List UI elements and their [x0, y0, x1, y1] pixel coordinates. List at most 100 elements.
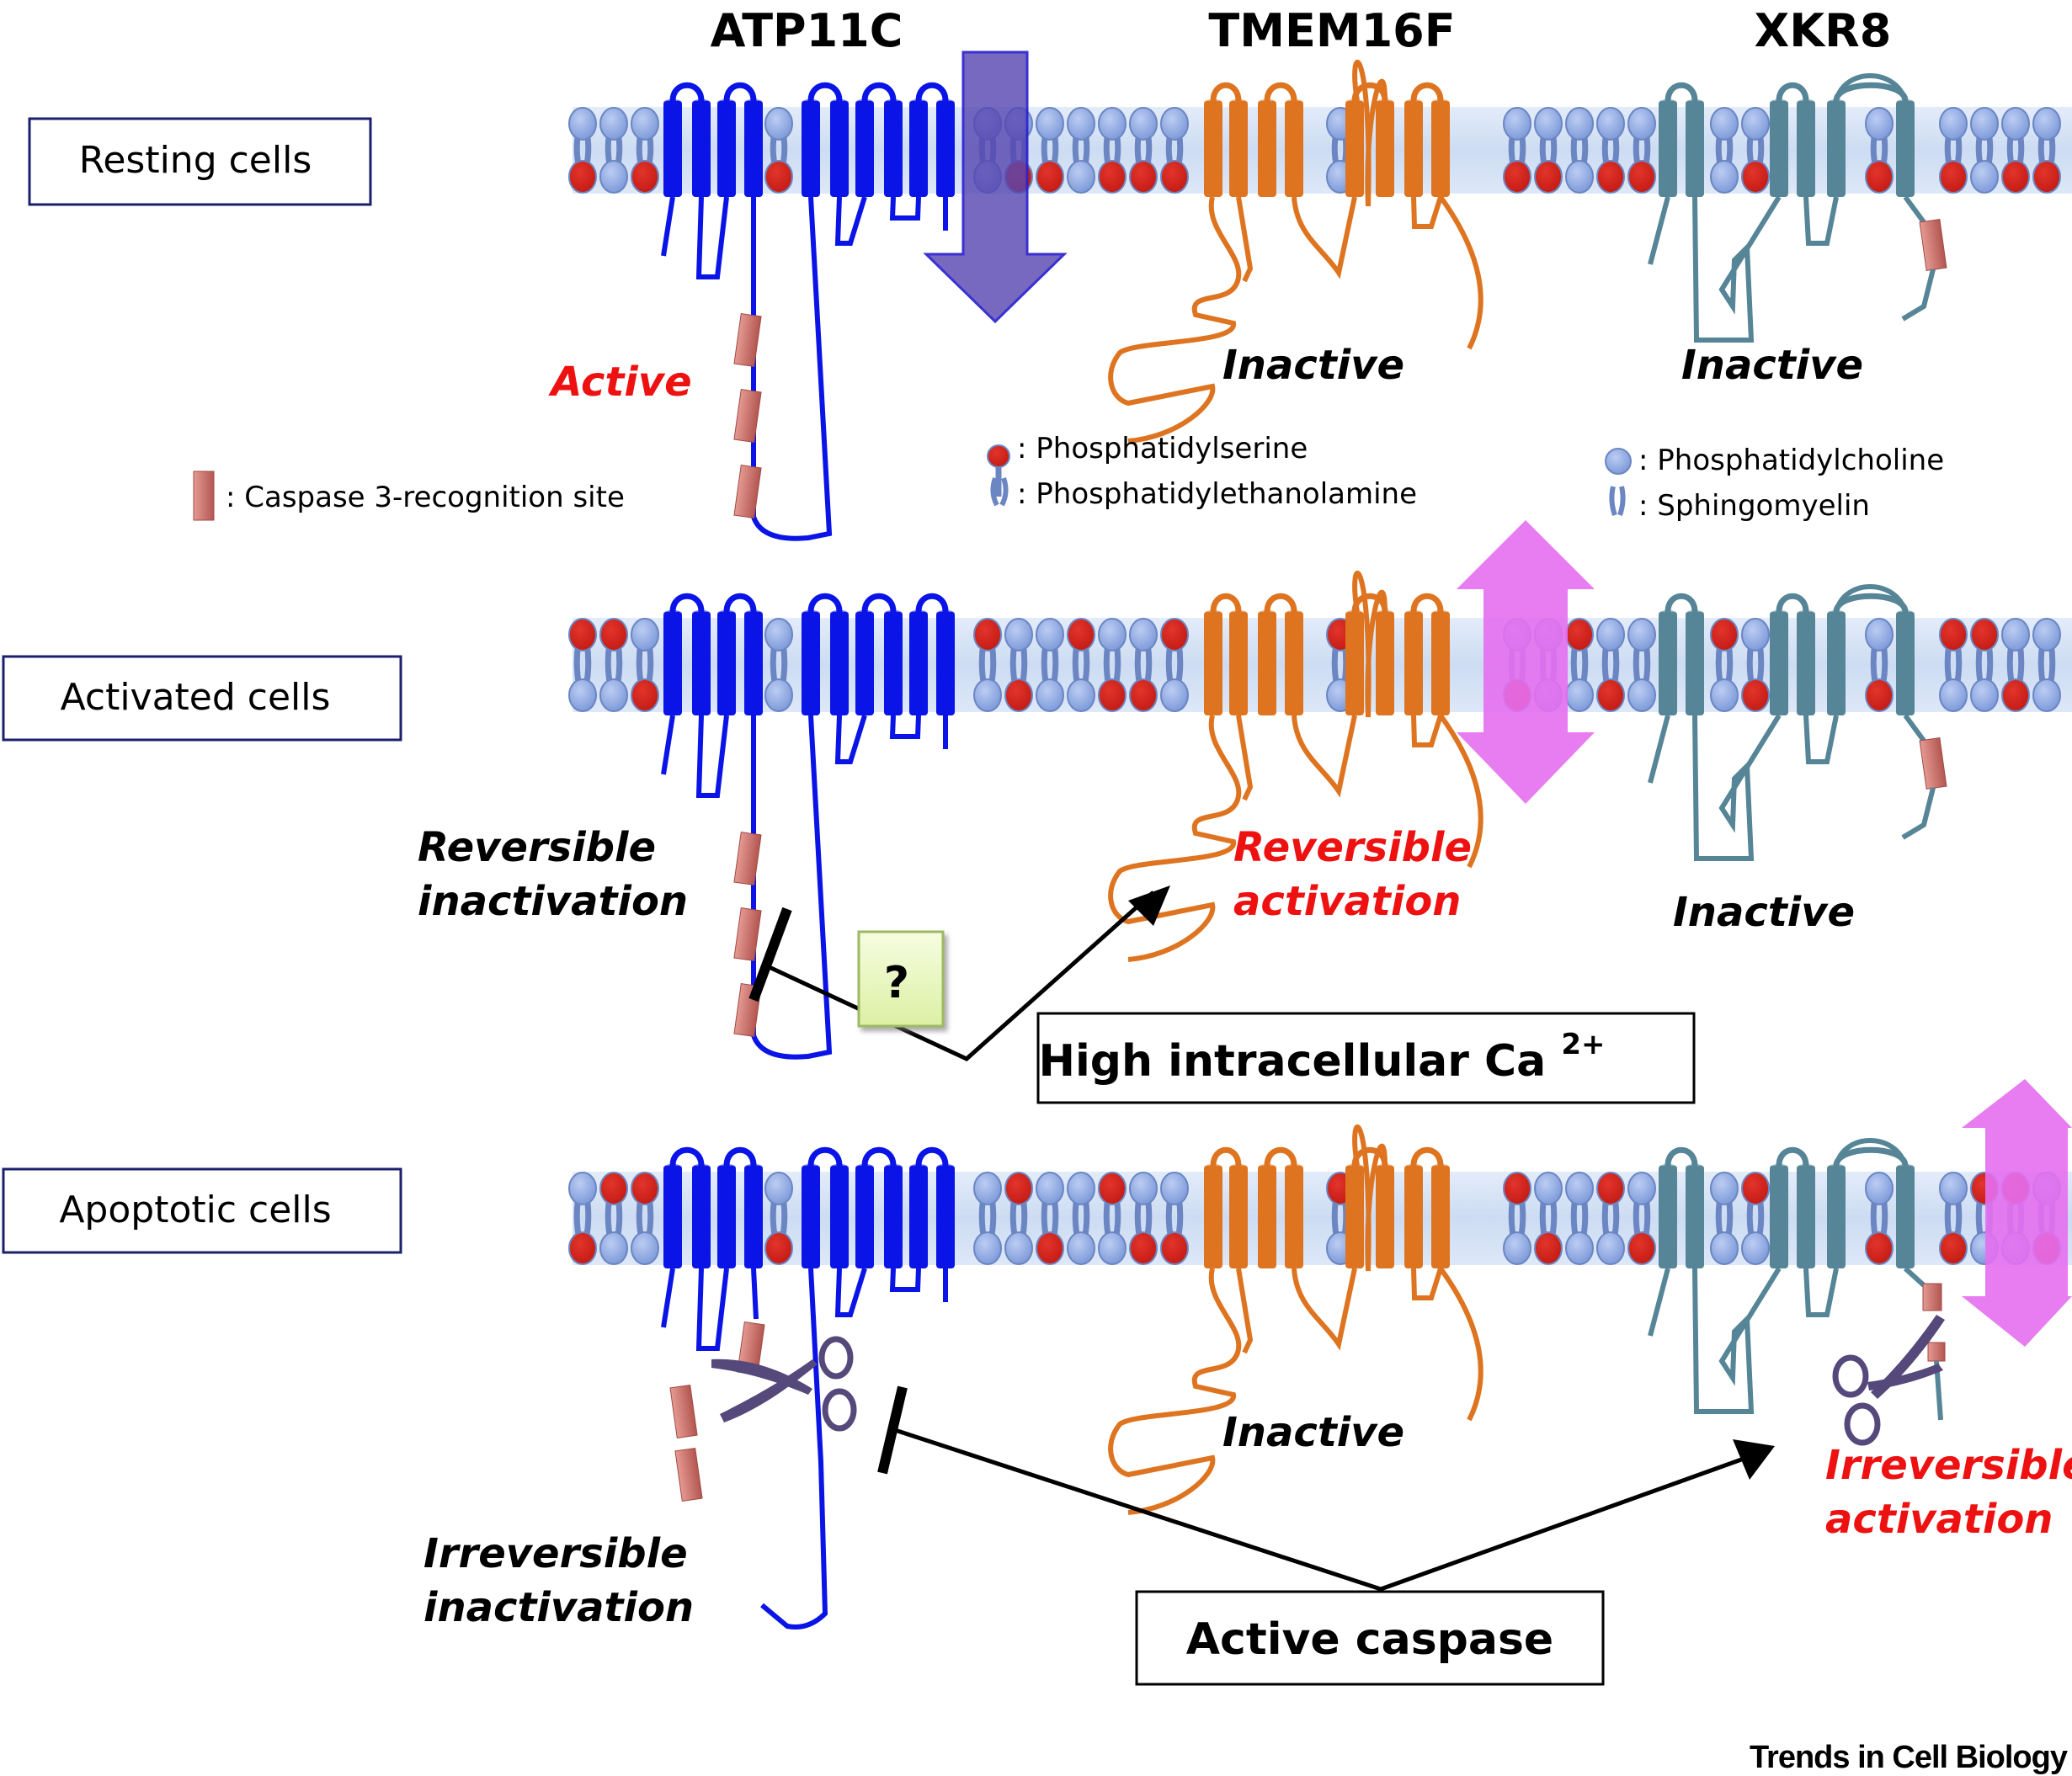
lipid — [764, 107, 793, 194]
helix — [884, 612, 903, 715]
helix — [855, 101, 874, 197]
helix-cap — [1686, 1164, 1704, 1171]
lipid — [1970, 107, 1999, 194]
scissors-icon-atp11c — [711, 1336, 857, 1432]
extracellular-loop — [1410, 593, 1444, 613]
caspase-recognition-site — [733, 907, 762, 961]
cytoplasmic-loop — [1411, 715, 1443, 747]
n-terminal-domain — [1108, 715, 1242, 962]
ps-head — [1865, 1231, 1894, 1265]
ps-head — [1970, 618, 1999, 651]
helix-cap — [1285, 610, 1303, 617]
helix-cap — [663, 610, 682, 617]
extracellular-loop — [915, 82, 949, 102]
row-label-resting-text: Resting cells — [79, 139, 312, 182]
cytoplasmic-loop — [1692, 714, 1782, 861]
cytoplasmic-loop — [695, 715, 729, 798]
extracellular-loop — [915, 593, 949, 613]
pc-head — [1939, 1172, 1968, 1205]
helix-cap — [1345, 99, 1364, 106]
lipid — [2001, 618, 2030, 712]
ps-head — [1004, 1172, 1033, 1205]
lipid — [1939, 618, 1968, 712]
protein-atp11c-apoptotic — [661, 1146, 955, 1630]
ps-head — [2001, 160, 2030, 194]
helix-cap — [1827, 99, 1846, 106]
ps-head — [1939, 160, 1968, 194]
extracellular-loop — [669, 1146, 705, 1167]
pc-head — [1534, 1172, 1563, 1205]
pc-head — [1627, 678, 1656, 712]
helix-cap — [1896, 1164, 1915, 1171]
row-label-resting: Resting cells — [28, 117, 372, 206]
helix-cap — [830, 99, 849, 106]
extracellular-loop — [1665, 1146, 1698, 1167]
helix-cap — [1404, 610, 1423, 617]
ps-head — [2032, 160, 2061, 194]
helix — [1659, 612, 1677, 715]
legend-phosphatidylserine: : Phosphatidylserine — [987, 432, 1308, 497]
pc-head — [1160, 1172, 1189, 1205]
lipid — [1067, 1172, 1095, 1265]
ps-head — [1939, 618, 1968, 651]
ps-head — [1098, 1172, 1127, 1205]
helix — [692, 612, 711, 715]
lipid — [1710, 1172, 1739, 1265]
pc-head — [599, 107, 628, 141]
c-terminal-linker — [1903, 714, 1926, 742]
lipid — [1067, 618, 1095, 712]
pc-head — [1741, 618, 1770, 651]
helix — [1827, 612, 1846, 715]
pc-head — [1865, 618, 1894, 651]
helix-cap — [884, 1164, 903, 1171]
helix-cap — [1827, 1164, 1846, 1171]
pc-head — [1129, 618, 1158, 651]
helix — [692, 101, 711, 197]
ps-head — [1596, 678, 1625, 712]
helix — [717, 612, 736, 715]
scramble-arrow-tmem16f — [1457, 520, 1595, 804]
row-label-activated: Activated cells — [2, 655, 402, 742]
extracellular-loop — [861, 82, 897, 102]
pc-head — [568, 678, 597, 712]
pc-head — [2001, 618, 2030, 651]
pc-head — [1565, 1172, 1594, 1205]
helix — [830, 612, 849, 715]
helix-cap — [692, 1164, 711, 1171]
lipid — [1534, 1172, 1563, 1265]
protein-tmem16f-activated — [1108, 570, 1483, 962]
extracellular-loop — [1410, 1146, 1444, 1167]
helix-cap — [830, 1164, 849, 1171]
helix-cap — [1229, 99, 1248, 106]
pc-head — [599, 160, 628, 194]
c-terminal-linker — [1903, 195, 1926, 224]
helix — [1827, 101, 1846, 197]
cytoplasmic-loop — [889, 1268, 921, 1292]
helix-cap — [1896, 99, 1915, 106]
helix — [1404, 612, 1423, 715]
lipid — [1865, 618, 1894, 712]
ps-head — [631, 160, 659, 194]
n-terminal-domain — [1108, 196, 1242, 444]
helix — [1686, 1166, 1704, 1268]
helix-cap — [1659, 610, 1677, 617]
helix — [1345, 1166, 1364, 1268]
extracellular-loop — [1834, 1138, 1908, 1167]
state-atp11c-activated-line1: Reversible — [418, 824, 656, 871]
lipid — [1098, 618, 1127, 712]
cytoplasmic-loop — [1411, 196, 1443, 229]
caspase-trigger-text: Active caspase — [1186, 1614, 1553, 1665]
lipid — [568, 618, 597, 712]
ps-head — [1534, 1231, 1563, 1265]
bilayer-band — [573, 1172, 2072, 1265]
pc-head — [1627, 1172, 1656, 1205]
lipid — [1036, 618, 1064, 712]
lipid — [2032, 107, 2061, 194]
extracellular-loop — [1264, 1146, 1297, 1167]
lipid — [2032, 618, 2061, 712]
lipid — [1939, 107, 1968, 194]
helix-cap — [830, 610, 849, 617]
ps-head — [631, 678, 659, 712]
pc-head — [764, 618, 793, 651]
pc-head — [631, 618, 659, 651]
